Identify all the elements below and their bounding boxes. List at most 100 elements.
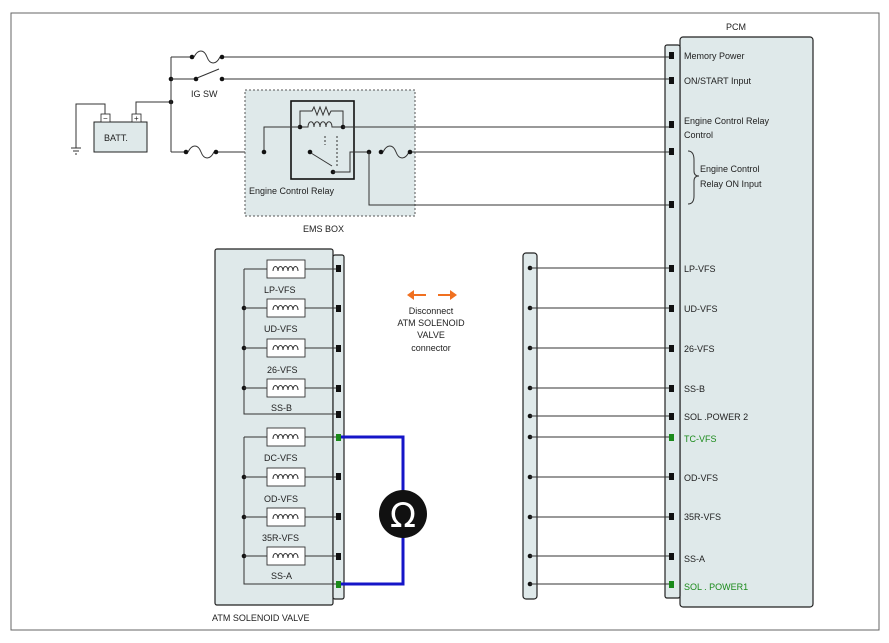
solenoid-connector-pins bbox=[336, 265, 341, 588]
pcm-pin bbox=[669, 513, 674, 520]
pcm-pin bbox=[669, 52, 674, 59]
solenoid-common-rail bbox=[243, 437, 337, 585]
ems-box bbox=[244, 89, 416, 217]
pcm-pin-tc-vfs bbox=[669, 434, 674, 441]
solenoid-pin bbox=[336, 345, 341, 352]
solenoid-common-rail bbox=[243, 269, 337, 415]
battery-minus-sign: − bbox=[103, 114, 108, 123]
harness-wires bbox=[527, 265, 669, 587]
fuse-terminal bbox=[189, 54, 195, 60]
coil-winding bbox=[272, 514, 299, 520]
pcm-pin bbox=[669, 345, 674, 352]
solenoid-pin bbox=[336, 473, 341, 480]
coil-label: LP-VFS bbox=[264, 285, 296, 295]
memory-fuse bbox=[193, 50, 221, 64]
diagram-frame bbox=[10, 12, 880, 631]
coil-winding bbox=[272, 385, 299, 391]
relay-coil-lead bbox=[263, 126, 300, 152]
ig-switch-contact bbox=[196, 68, 220, 79]
coil-lp-vfs bbox=[266, 259, 306, 279]
coil-winding bbox=[272, 474, 299, 480]
pcm-pin-label: UD-VFS bbox=[684, 304, 718, 314]
pcm-pin-label: Relay ON Input bbox=[700, 179, 762, 189]
relay-output-wire bbox=[333, 151, 369, 173]
arrow-right-head bbox=[450, 290, 457, 300]
meter-lead-negative bbox=[341, 537, 405, 586]
pcm-pin-label-active: SOL . POWER1 bbox=[684, 582, 748, 592]
coil-label: UD-VFS bbox=[264, 324, 298, 334]
ohm-icon: Ω bbox=[390, 496, 416, 536]
pcm-pin-label: OD-VFS bbox=[684, 473, 718, 483]
coil-winding bbox=[272, 345, 299, 351]
coil-ss-b bbox=[266, 378, 306, 398]
fuse-terminal bbox=[407, 149, 413, 155]
coil-26-vfs bbox=[266, 338, 306, 358]
pcm-pin-labels: Memory Power ON/START Input Engine Contr… bbox=[684, 51, 770, 592]
fuse-terminal bbox=[219, 54, 225, 60]
fuse-terminal bbox=[378, 149, 384, 155]
relay-coil bbox=[300, 121, 343, 128]
solenoid-pin-ss-a bbox=[336, 581, 341, 588]
solenoid-pin bbox=[336, 513, 341, 520]
pcm-pin-label: LP-VFS bbox=[684, 264, 716, 274]
ohmmeter bbox=[379, 490, 427, 538]
battery-plus-sign: + bbox=[134, 114, 139, 123]
ems-box-label: EMS BOX bbox=[303, 224, 344, 234]
pcm-pin-label: 35R-VFS bbox=[684, 512, 721, 522]
pcm-pin-label: SS-B bbox=[684, 384, 705, 394]
coil-label: 26-VFS bbox=[267, 365, 298, 375]
pcm-pin bbox=[669, 77, 674, 84]
engine-control-relay bbox=[290, 100, 355, 180]
battery-label: BATT. bbox=[104, 133, 128, 143]
ig-switch-label: IG SW bbox=[191, 89, 218, 99]
solenoid-pin-dc-vfs bbox=[336, 434, 341, 441]
brace-bracket bbox=[687, 150, 700, 205]
pcm-pins bbox=[669, 52, 674, 588]
ground-wire bbox=[75, 103, 106, 148]
coil-label: SS-B bbox=[271, 403, 292, 413]
pcm-title: PCM bbox=[726, 22, 746, 32]
relay-output-fuse bbox=[382, 145, 410, 159]
pcm-pin-label: Engine Control bbox=[700, 164, 760, 174]
pcm-pin bbox=[669, 148, 674, 155]
pcm-pin bbox=[669, 121, 674, 128]
coil-ud-vfs bbox=[266, 298, 306, 318]
solenoid-box-label: ATM SOLENOID VALVE bbox=[212, 613, 310, 623]
battery-positive-wire bbox=[135, 101, 171, 114]
coil-label: 35R-VFS bbox=[262, 533, 299, 543]
ground-symbol bbox=[71, 147, 81, 155]
solenoid-pin bbox=[336, 265, 341, 272]
pcm-pin bbox=[669, 201, 674, 208]
fuse-terminal bbox=[183, 149, 189, 155]
disconnect-note: Disconnect ATM SOLENOID VALVE connector bbox=[397, 306, 465, 353]
coil-winding bbox=[272, 266, 299, 272]
coil-winding bbox=[272, 434, 299, 440]
pcm-pin-label: 26-VFS bbox=[684, 344, 715, 354]
solenoid-pin bbox=[336, 411, 341, 418]
pcm-pin-label: Control bbox=[684, 130, 713, 140]
note-line: VALVE bbox=[417, 330, 445, 340]
meter-lead-positive bbox=[341, 435, 405, 491]
pcm-pin bbox=[669, 553, 674, 560]
fuse-terminal bbox=[213, 149, 219, 155]
pcm-pin-label: SS-A bbox=[684, 554, 705, 564]
relay-label: Engine Control Relay bbox=[249, 186, 335, 196]
relay-switch-contact bbox=[310, 152, 333, 167]
solenoid-pin bbox=[336, 385, 341, 392]
arrow-left-head bbox=[407, 290, 414, 300]
coil-od-vfs bbox=[266, 467, 306, 487]
junction-dot bbox=[261, 149, 267, 155]
coil-winding bbox=[272, 305, 299, 311]
solenoid-pin bbox=[336, 305, 341, 312]
pcm-pin bbox=[669, 473, 674, 480]
solenoid-connector bbox=[332, 254, 345, 600]
note-line: Disconnect bbox=[409, 306, 454, 316]
coil-ss-a bbox=[266, 546, 306, 566]
battery-body bbox=[93, 121, 148, 153]
solenoid-coils: LP-VFS UD-VFS 26-VFS SS-B DC-VFS OD-VFS bbox=[241, 259, 337, 581]
pcm-pin-label: SOL .POWER 2 bbox=[684, 412, 748, 422]
pcm-pin bbox=[669, 385, 674, 392]
coil-label: DC-VFS bbox=[264, 453, 298, 463]
disconnect-arrows bbox=[407, 290, 457, 300]
pcm-connector bbox=[664, 44, 681, 599]
